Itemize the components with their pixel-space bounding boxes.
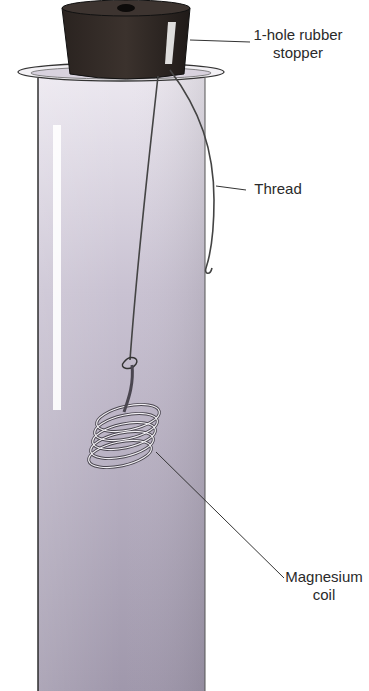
tube-wall (205, 78, 206, 691)
tube-body (38, 72, 205, 691)
coil-winding (88, 427, 156, 464)
coil-winding (94, 400, 162, 437)
coil-lead (124, 365, 132, 412)
leader-line (216, 186, 246, 190)
coil-winding (92, 409, 160, 446)
leader-line (156, 452, 284, 578)
part-label: Magnesium coil (284, 568, 364, 604)
leader-line (190, 40, 250, 42)
glass-highlight (53, 125, 61, 410)
coil-winding (86, 436, 154, 473)
thread (130, 76, 158, 360)
stopper-highlight (165, 22, 176, 64)
rubber-stopper (62, 8, 190, 79)
stopper-hole (117, 4, 135, 12)
coil-winding (90, 418, 158, 455)
part-label: Thread (248, 180, 308, 198)
tube-wall (37, 78, 38, 691)
stopper-top (62, 0, 190, 16)
thread-loose-end (170, 70, 214, 273)
coil-winding (86, 436, 154, 473)
thread-knot (122, 358, 137, 369)
tube-shade (38, 72, 205, 691)
part-label: 1-hole rubber stopper (248, 26, 348, 62)
